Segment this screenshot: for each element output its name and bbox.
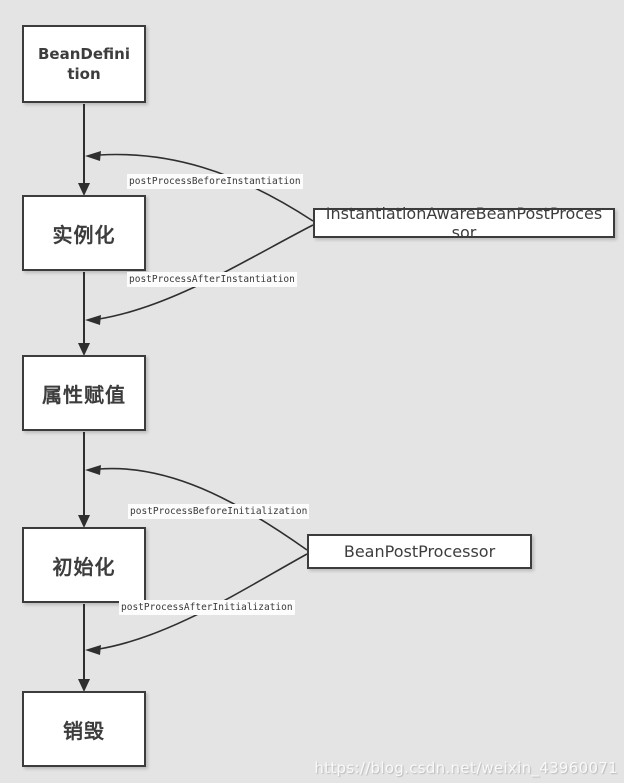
node-bean-definition: BeanDefinition [22,25,146,103]
arrowhead-down-populate [78,343,90,356]
node-bean-post-processor: BeanPostProcessor [307,534,532,569]
arrowhead-down-destroy [78,679,90,692]
arrowhead-left-before-instantiation [85,151,101,161]
arrowhead-left-before-initialization [85,465,101,475]
node-initialize: 初始化 [22,527,146,603]
flow-arrowheads [78,183,90,692]
node-instantiation-aware-bean-post-processor: InstantiationAwareBeanPostProcessor [313,204,615,242]
node-destroy: 销毁 [22,691,146,767]
edge-label-after-instantiation: postProcessAfterInstantiation [127,272,297,287]
node-instantiate: 实例化 [22,195,146,271]
arrowhead-down-initialize [78,515,90,528]
arrowhead-left-after-initialization [85,645,101,655]
arrowhead-down-instantiate [78,183,90,196]
watermark-url: https://blog.csdn.net/weixin_43960071 [314,759,618,777]
edge-label-before-initialization: postProcessBeforeInitialization [128,504,310,519]
callback-arrowheads [85,151,101,655]
node-populate-properties: 属性赋值 [22,355,146,431]
curve-before-initialization [98,467,308,551]
edge-label-after-initialization: postProcessAfterInitialization [119,600,295,615]
edge-label-before-instantiation: postProcessBeforeInstantiation [127,174,303,189]
curve-before-instantiation [98,153,314,222]
arrowhead-left-after-instantiation [85,315,101,325]
